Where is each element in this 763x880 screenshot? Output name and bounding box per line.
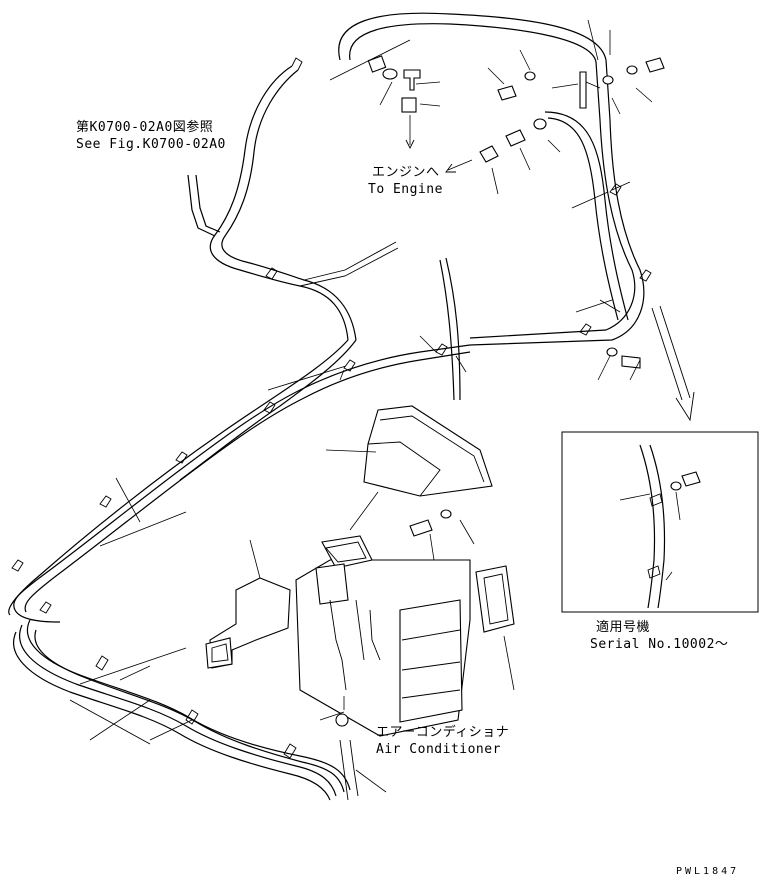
serial-jp: 適用号機 [596,620,651,635]
upper-hose-outer [338,12,645,346]
engine-en: To Engine [368,182,443,197]
harness-clamps [11,183,652,759]
drain-hose [439,259,455,401]
inset-box [561,431,759,613]
fig-ref-jp: 第K0700-02A0図参照 [76,120,214,135]
leader-lines [89,19,681,793]
aircon-jp: エアーコンディショナ [376,725,510,740]
inset-hose [639,444,656,609]
vent-filter [475,565,515,633]
upper-hose-inner [349,23,636,339]
lower-left-harness-1 [13,344,471,623]
engine-jp: エンジンへ [372,165,440,180]
aircon-en: Air Conditioner [376,742,501,757]
serial-en: Serial No.10002～ [590,637,729,652]
duct-cover [363,405,493,497]
right-hose [547,117,619,321]
harness-tags [69,365,347,745]
drawing-code: PWL1847 [676,866,740,877]
arrow-to-inset [651,305,695,422]
fig-ref-en: See Fig.K0700-02A0 [76,137,226,152]
aircon-unit [295,535,471,801]
top-fittings [367,55,665,163]
bolt-right [621,355,641,369]
upper-left-hose [209,65,349,341]
